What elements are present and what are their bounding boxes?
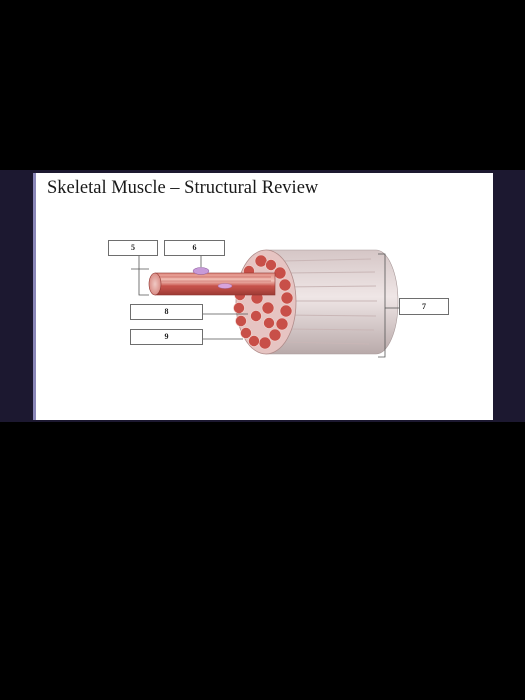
muscle-cylinder (233, 249, 399, 355)
slide-title: Skeletal Muscle – Structural Review (47, 178, 319, 198)
slide-accent-bar (33, 173, 36, 420)
slide: Skeletal Muscle – Structural Review (33, 173, 493, 420)
label-box-8[interactable]: 8 (130, 304, 203, 320)
label-box-6[interactable]: 6 (164, 240, 225, 256)
muscle-diagram (131, 249, 399, 358)
label-box-5[interactable]: 5 (108, 240, 158, 256)
label-box-9[interactable]: 9 (130, 329, 203, 345)
muscle-fiber (148, 267, 276, 296)
leader-lines (131, 253, 399, 358)
label-box-7[interactable]: 7 (399, 298, 449, 315)
